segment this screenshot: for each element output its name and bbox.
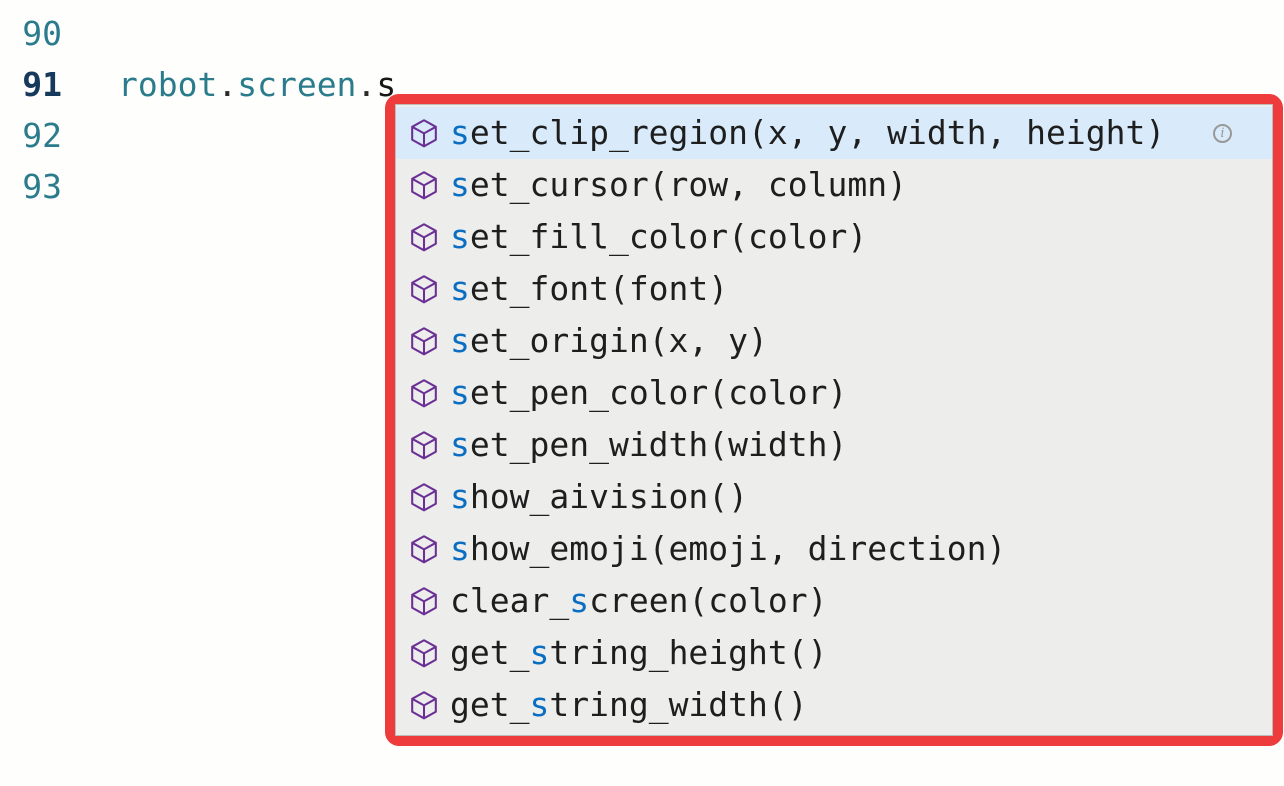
method-cube-icon <box>409 274 439 304</box>
autocomplete-item[interactable]: set_pen_color(color) <box>396 367 1272 419</box>
method-cube-icon <box>409 534 439 564</box>
method-cube-icon <box>409 690 439 720</box>
suggestion-label: set_clip_region(x, y, width, height) <box>450 113 1166 152</box>
suggestion-label: clear_screen(color) <box>450 581 828 620</box>
autocomplete-item[interactable]: set_pen_width(width) <box>396 419 1272 471</box>
method-cube-icon <box>409 222 439 252</box>
autocomplete-item[interactable]: show_aivision() <box>396 471 1272 523</box>
suggestion-label: show_aivision() <box>450 477 749 516</box>
code-token-robot: robot <box>118 65 218 104</box>
suggestion-label: set_fill_color(color) <box>450 217 868 256</box>
line-number-92: 92 <box>22 116 62 155</box>
suggestion-label: set_origin(x, y) <box>450 321 768 360</box>
code-token-s: s <box>376 65 397 104</box>
code-token-screen: screen <box>237 65 357 104</box>
code-token-dot: . <box>356 65 377 104</box>
method-cube-icon <box>409 118 439 148</box>
method-cube-icon <box>409 170 439 200</box>
autocomplete-item[interactable]: get_string_width() <box>396 679 1272 731</box>
line-number-gutter: 90 91 92 93 <box>0 8 64 212</box>
suggestion-label: set_cursor(row, column) <box>450 165 907 204</box>
method-cube-icon <box>409 326 439 356</box>
method-cube-icon <box>409 482 439 512</box>
autocomplete-item[interactable]: set_origin(x, y) <box>396 315 1272 367</box>
method-cube-icon <box>409 378 439 408</box>
suggestion-label: set_pen_width(width) <box>450 425 848 464</box>
method-cube-icon <box>409 586 439 616</box>
suggestion-label: set_font(font) <box>450 269 729 308</box>
autocomplete-item[interactable]: set_fill_color(color) <box>396 211 1272 263</box>
autocomplete-item[interactable]: set_font(font) <box>396 263 1272 315</box>
autocomplete-item[interactable]: clear_screen(color) <box>396 575 1272 627</box>
info-icon[interactable]: i <box>1213 123 1232 143</box>
autocomplete-item[interactable]: show_emoji(emoji, direction) <box>396 523 1272 575</box>
autocomplete-item[interactable]: set_cursor(row, column) <box>396 159 1272 211</box>
line-number-90: 90 <box>22 14 62 53</box>
line-number-91: 91 <box>22 65 62 104</box>
suggestion-label: set_pen_color(color) <box>450 373 848 412</box>
autocomplete-item[interactable]: set_clip_region(x, y, width, height) i <box>396 107 1272 159</box>
suggestion-label: get_string_height() <box>450 633 828 672</box>
method-cube-icon <box>409 430 439 460</box>
autocomplete-item[interactable]: get_string_height() <box>396 627 1272 679</box>
line-number-93: 93 <box>22 167 62 206</box>
suggestion-label: get_string_width() <box>450 685 808 724</box>
method-cube-icon <box>409 638 439 668</box>
code-line-91[interactable]: robot.screen.s <box>118 59 396 110</box>
suggestion-label: show_emoji(emoji, direction) <box>450 529 1007 568</box>
code-token-dot: . <box>217 65 238 104</box>
